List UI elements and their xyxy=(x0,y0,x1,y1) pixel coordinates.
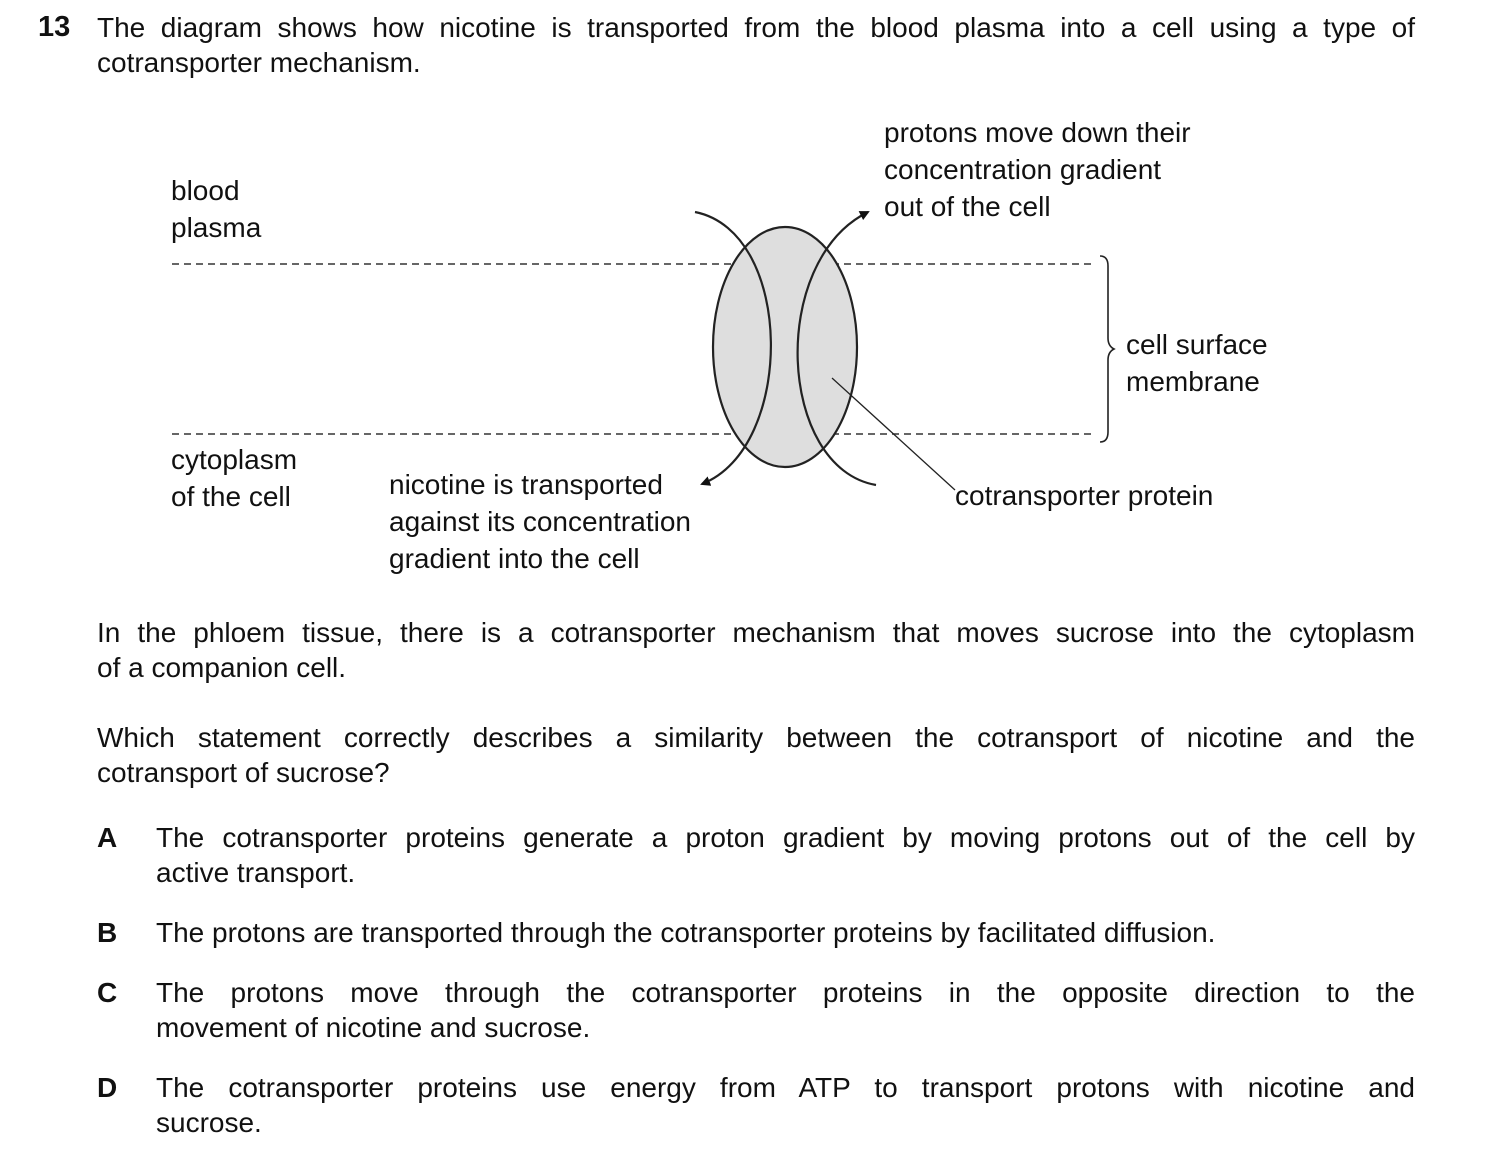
question-line-2: cotransport of sucrose? xyxy=(97,757,390,788)
option-d-line-2: sucrose. xyxy=(156,1107,262,1138)
intro-line-2: cotransporter mechanism. xyxy=(97,47,421,78)
nicotine-label: nicotine is transported against its conc… xyxy=(389,466,691,577)
option-b-text: The protons are transported through the … xyxy=(156,915,1415,950)
option-b-letter: B xyxy=(97,917,118,948)
option-a-text: The cotransporter proteins generate a pr… xyxy=(156,820,1415,890)
intro-line-1: The diagram shows how nicotine is transp… xyxy=(97,12,1415,43)
protons-label: protons move down their concentration gr… xyxy=(884,114,1191,225)
option-b-line-1: The protons are transported through the … xyxy=(156,917,1216,948)
cytoplasm-label-line-2: of the cell xyxy=(171,481,291,512)
protons-label-line-1: protons move down their xyxy=(884,117,1191,148)
protons-label-line-3: out of the cell xyxy=(884,191,1051,222)
cytoplasm-label: cytoplasm of the cell xyxy=(171,441,297,515)
context-line-1: In the phloem tissue, there is a cotrans… xyxy=(97,617,1415,648)
protons-label-line-2: concentration gradient xyxy=(884,154,1162,185)
option-a-line-2: active transport. xyxy=(156,857,356,888)
nicotine-label-line-1: nicotine is transported xyxy=(389,469,663,500)
option-c-text: The protons move through the cotransport… xyxy=(156,975,1415,1045)
context-line-2: of a companion cell. xyxy=(97,652,347,683)
question-stem: Which statement correctly describes a si… xyxy=(97,720,1415,790)
cotransporter-protein-label: cotransporter protein xyxy=(955,480,1214,511)
nicotine-label-line-2: against its concentration xyxy=(389,506,691,537)
protein-pointer-line xyxy=(831,377,956,491)
blood-plasma-label-line-2: plasma xyxy=(171,212,262,243)
option-c-letter: C xyxy=(97,977,118,1008)
membrane-label-line-1: cell surface xyxy=(1126,329,1268,360)
question-number: 13 xyxy=(38,11,71,43)
option-d-letter: D xyxy=(97,1072,118,1103)
blood-plasma-label-line-1: blood xyxy=(171,175,240,206)
membrane-brace xyxy=(1099,255,1116,443)
option-a-line-1: The cotransporter proteins generate a pr… xyxy=(156,822,1415,853)
blood-plasma-label: blood plasma xyxy=(171,172,261,246)
proton-pathway-arrow xyxy=(796,211,877,487)
option-d-text: The cotransporter proteins use energy fr… xyxy=(156,1070,1415,1140)
option-c-line-1: The protons move through the cotransport… xyxy=(156,977,1415,1008)
cotransporter-protein-body xyxy=(711,225,859,469)
context-paragraph: In the phloem tissue, there is a cotrans… xyxy=(97,615,1415,685)
option-a-letter: A xyxy=(97,822,118,853)
nicotine-pathway-arrow xyxy=(694,210,772,486)
membrane-label-line-2: membrane xyxy=(1126,366,1260,397)
cytoplasm-label-line-1: cytoplasm xyxy=(171,444,298,475)
question-line-1: Which statement correctly describes a si… xyxy=(97,722,1415,753)
option-c-line-2: movement of nicotine and sucrose. xyxy=(156,1012,591,1043)
cell-surface-membrane-label: cell surface membrane xyxy=(1126,326,1268,400)
option-d-line-1: The cotransporter proteins use energy fr… xyxy=(156,1072,1415,1103)
question-intro: The diagram shows how nicotine is transp… xyxy=(97,10,1415,80)
nicotine-label-line-3: gradient into the cell xyxy=(389,543,640,574)
cotransporter-diagram xyxy=(172,210,1116,491)
